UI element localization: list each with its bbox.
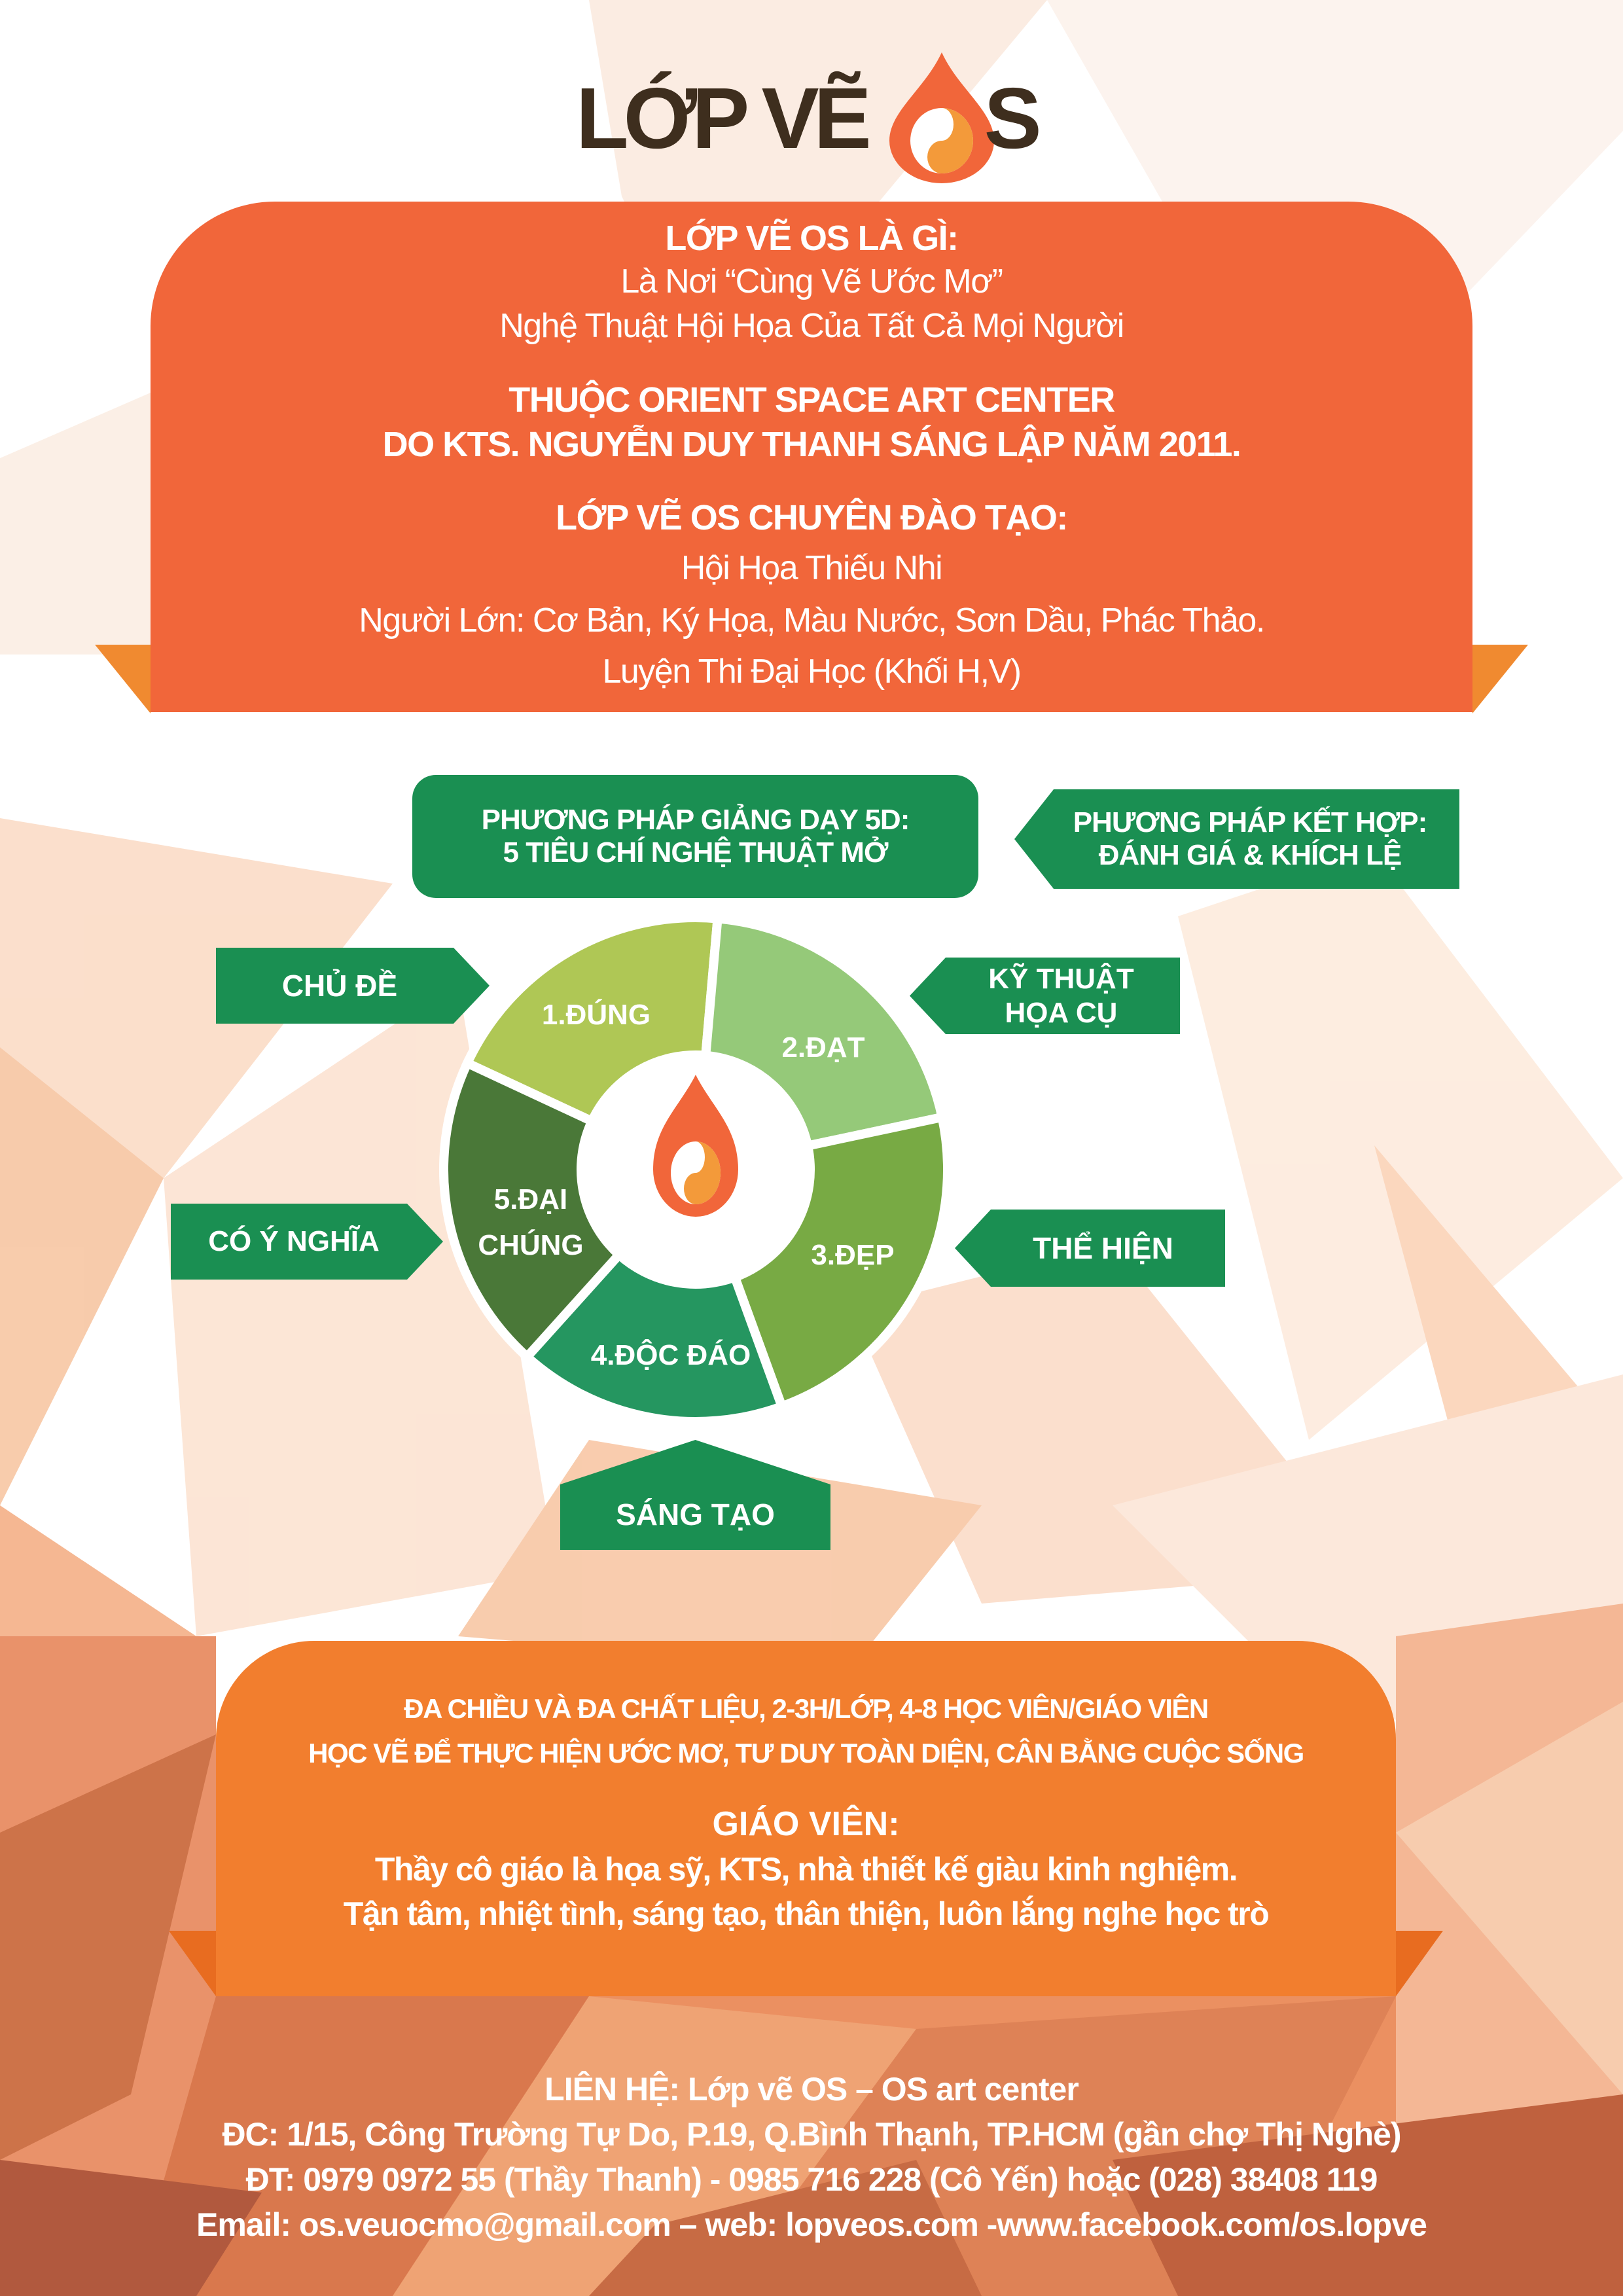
course-children: Hội Họa Thiếu Nhi <box>681 549 943 587</box>
wheel-label-2: 2.ĐẠT <box>781 1031 865 1064</box>
teacher-line1: Thầy cô giáo là họa sỹ, KTS, nhà thiết k… <box>374 1851 1238 1888</box>
5d-wheel: 1.ĐÚNG 2.ĐẠT 3.ĐẸP 4.ĐỘC ĐÁO 5.ĐẠI CHÚNG <box>439 913 952 1426</box>
wheel-label-5b: CHÚNG <box>478 1229 583 1261</box>
criteria-technique-label1: KỸ THUẬT <box>988 962 1134 995</box>
drop-logo-icon <box>889 52 994 183</box>
details-goal: HỌC VẼ ĐỂ THỰC HIỆN ƯỚC MƠ, TƯ DUY TOÀN … <box>308 1738 1304 1768</box>
contact-address: ĐC: 1/15, Công Trường Tự Do, P.19, Q.Bìn… <box>222 2116 1401 2153</box>
wheel-segment-5 <box>439 1056 626 1364</box>
details-format: ĐA CHIỀU VÀ ĐA CHẤT LIỆU, 2-3H/LỚP, 4-8 … <box>404 1693 1209 1724</box>
combined-method-box: PHƯƠNG PHÁP KẾT HỢP: ĐÁNH GIÁ & KHÍCH LỆ <box>1014 789 1459 889</box>
combined-method-title: PHƯƠNG PHÁP KẾT HỢP: <box>1073 806 1428 838</box>
course-exam-prep: Luyện Thi Đại Học (Khối H,V) <box>602 653 1022 691</box>
contact-email-web[interactable]: Email: os.veuocmo@gmail.com – web: lopve… <box>196 2206 1427 2243</box>
wheel-segment-2 <box>700 913 948 1151</box>
teaching-method-box: PHƯƠNG PHÁP GIẢNG DẠY 5D: 5 TIÊU CHÍ NGH… <box>412 775 978 898</box>
teaching-method-title: PHƯƠNG PHÁP GIẢNG DẠY 5D: <box>481 804 910 836</box>
teacher-heading: GIÁO VIÊN: <box>712 1805 900 1843</box>
combined-method-subtitle: ĐÁNH GIÁ & KHÍCH LỆ <box>1098 839 1402 871</box>
wheel-segment-1 <box>461 913 723 1128</box>
logo-text: LỚP VẼ <box>576 69 872 166</box>
contact-phone[interactable]: ĐT: 0979 0972 55 (Thầy Thanh) - 0985 716… <box>245 2161 1378 2198</box>
courses-heading: LỚP VẼ OS CHUYÊN ĐÀO TẠO: <box>556 498 1068 537</box>
contact-heading: LIÊN HỆ: Lớp vẽ OS – OS art center <box>544 2071 1079 2108</box>
criteria-meaning-label: CÓ Ý NGHĨA <box>208 1225 380 1257</box>
teaching-method-subtitle: 5 TIÊU CHÍ NGHỆ THUẬT MỞ <box>503 836 889 869</box>
criteria-technique-label2: HỌA CỤ <box>1005 996 1118 1029</box>
affiliation-line2: DO KTS. NGUYỄN DUY THANH SÁNG LẬP NĂM 20… <box>382 425 1241 464</box>
intro-panel: LỚP VẼ OS LÀ GÌ: Là Nơi “Cùng Vẽ Ước Mơ”… <box>151 202 1472 712</box>
course-adults: Người Lớn: Cơ Bản, Ký Họa, Màu Nước, Sơn… <box>359 601 1265 639</box>
affiliation-line1: THUỘC ORIENT SPACE ART CENTER <box>508 380 1115 420</box>
wheel-segment-3 <box>728 1111 952 1412</box>
criteria-expression-label: THỂ HIỆN <box>1033 1231 1173 1265</box>
intro-tagline: Là Nơi “Cùng Vẽ Ước Mơ” <box>620 262 1003 300</box>
intro-heading: LỚP VẼ OS LÀ GÌ: <box>665 219 959 258</box>
criteria-topic-label: CHỦ ĐỀ <box>281 969 398 1003</box>
wheel-segment-4 <box>520 1248 788 1426</box>
wheel-label-5a: 5.ĐẠI <box>494 1183 567 1215</box>
criteria-expression: THỂ HIỆN <box>955 1210 1225 1287</box>
criteria-creativity-label: SÁNG TẠO <box>616 1498 775 1532</box>
details-panel: ĐA CHIỀU VÀ ĐA CHẤT LIỆU, 2-3H/LỚP, 4-8 … <box>216 1641 1396 1996</box>
criteria-technique: KỸ THUẬT HỌA CỤ <box>910 958 1180 1034</box>
criteria-topic: CHỦ ĐỀ <box>216 948 490 1024</box>
logo: LỚP VẼ S <box>576 52 1042 183</box>
logo-s: S <box>984 69 1042 166</box>
wheel-label-1: 1.ĐÚNG <box>542 998 651 1031</box>
wheel-label-3: 3.ĐẸP <box>811 1239 894 1271</box>
teacher-line2: Tận tâm, nhiệt tình, sáng tạo, thân thiệ… <box>343 1895 1270 1932</box>
criteria-meaning: CÓ Ý NGHĨA <box>171 1204 443 1280</box>
wheel-label-4: 4.ĐỘC ĐÁO <box>591 1338 751 1371</box>
intro-subtitle: Nghệ Thuật Hội Họa Của Tất Cả Mọi Người <box>499 307 1124 345</box>
center-drop-logo-icon <box>653 1075 738 1217</box>
